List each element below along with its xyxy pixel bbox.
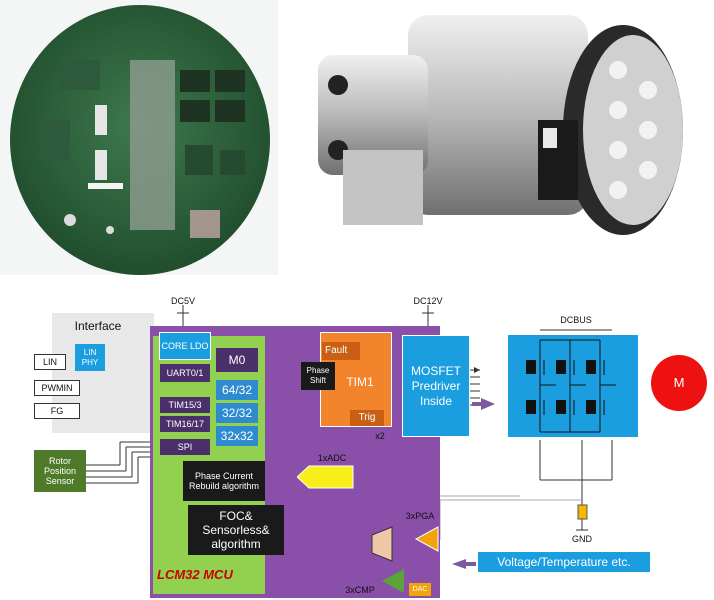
dc5v-label: DC5V (170, 295, 195, 306)
pwmin-label: PWMIN (34, 380, 80, 396)
power-bridge (508, 335, 638, 437)
mux-shape (371, 526, 393, 562)
lin-phy-box: LIN PHY (75, 344, 105, 371)
adc-label: 1xADC (317, 453, 347, 463)
uart-block: UART0/1 (160, 364, 210, 382)
mosfet-predriver: MOSFET Predriver Inside (402, 335, 470, 437)
dac-box: DAC (409, 583, 431, 596)
pga-label: 3xPGA (405, 511, 435, 521)
phase-current-box: Phase Current Rebuild algorithm (183, 461, 265, 501)
pga-triangle (414, 526, 439, 552)
motor-photo (278, 0, 714, 275)
motor-pump-icon (318, 15, 683, 235)
pcb-photo (0, 0, 278, 275)
x2-label: x2 (375, 431, 385, 441)
bus-64-32: 64/32 (216, 380, 258, 400)
mcu-name: LCM32 MCU (157, 567, 233, 582)
m0-box: M0 (216, 348, 258, 372)
bus-32-32: 32/32 (216, 403, 258, 423)
dcbus-label: DCBUS (560, 314, 592, 325)
trig-box: Trig (350, 410, 384, 426)
adc-shape (297, 465, 354, 489)
tim15-block: TIM15/3 (160, 397, 210, 413)
tim16-block: TIM16/17 (160, 416, 210, 432)
mosfet-bridge-icon (526, 339, 616, 433)
rotor-position-sensor: Rotor Position Sensor (34, 450, 86, 492)
core-ldo-box: CORE LDO (159, 332, 211, 360)
pcb-board-icon (10, 5, 270, 275)
tim1-label: TIM1 (346, 375, 374, 389)
spi-block: SPI (160, 439, 210, 455)
motor-circle: M (651, 355, 707, 411)
fg-label: FG (34, 403, 80, 419)
foc-box: FOC& Sensorless& algorithm (188, 505, 284, 555)
dc12v-label: DC12V (413, 295, 443, 306)
cmp-label: 3xCMP (345, 585, 375, 595)
lin-label: LIN (34, 354, 66, 370)
cmp-triangle (382, 569, 404, 593)
fault-box: Fault (322, 342, 360, 360)
interface-title: Interface (74, 319, 122, 333)
voltage-temperature-box: Voltage/Temperature etc. (478, 552, 650, 572)
bus-32x32: 32x32 (216, 426, 258, 446)
gnd-label: GND (572, 533, 592, 544)
phase-shift-box: Phase Shift (301, 362, 335, 390)
shunt-resistor-icon (577, 504, 588, 520)
